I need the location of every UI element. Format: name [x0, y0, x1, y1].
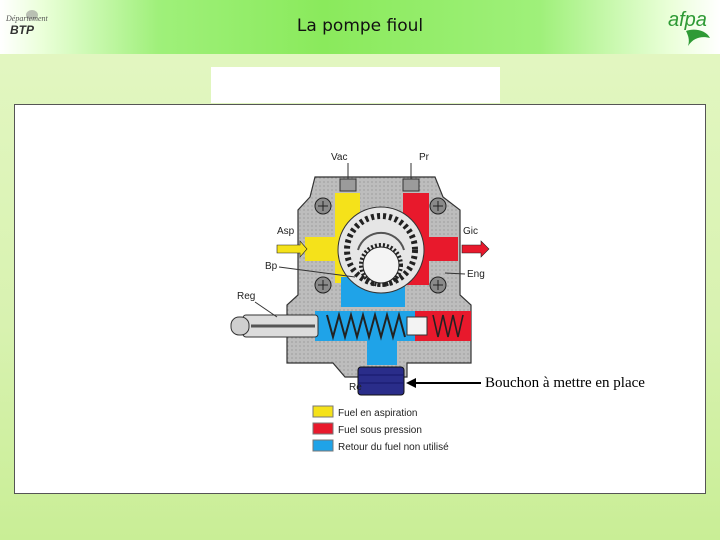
- inner-gear-teeth: [359, 243, 403, 287]
- inner-gear: [362, 246, 400, 284]
- leader-reg: [254, 301, 278, 318]
- label-gic: Gic: [463, 226, 478, 237]
- asp-arrow-icon: [276, 240, 308, 258]
- legend: Fuel en aspiration Fuel sous pression Re…: [312, 405, 449, 453]
- label-asp: Asp: [277, 226, 295, 237]
- return-outlet: [367, 341, 397, 365]
- vac-port: [339, 178, 357, 192]
- label-eng: Eng: [467, 269, 485, 280]
- plug-callout-text: Bouchon à mettre en place: [485, 375, 645, 391]
- valve-spring: [432, 314, 464, 338]
- gear-crescent: [357, 231, 405, 251]
- regulator-spring: [326, 311, 406, 341]
- departement-btp-logo: Département BTP: [4, 10, 50, 40]
- screw-icons: [314, 197, 447, 294]
- label-ret: Re: [349, 382, 362, 393]
- label-bp: Bp: [265, 261, 278, 272]
- leader-eng: [444, 272, 466, 275]
- regulator-cap: [230, 316, 250, 336]
- logo-mark-icon: [26, 10, 38, 20]
- page-title: La pompe fioul: [296, 16, 424, 36]
- diagram-frame: Vac Pr Asp Gic Bp Eng Reg Re Fuel en asp…: [14, 104, 706, 494]
- valve-piston: [406, 316, 428, 336]
- label-pr: Pr: [419, 152, 430, 163]
- legend-swatch-return: [312, 439, 334, 452]
- callout-arrowhead-icon: [406, 378, 416, 388]
- afpa-leaf-icon: [686, 29, 710, 46]
- dept-logo-small-text: Département: [6, 14, 48, 23]
- legend-swatch-aspiration: [312, 405, 334, 418]
- legend-swatch-pressure: [312, 422, 334, 435]
- pr-port: [402, 178, 420, 192]
- legend-label-pressure: Fuel sous pression: [338, 425, 422, 436]
- leader-bp: [278, 266, 356, 278]
- legend-label-aspiration: Fuel en aspiration: [338, 408, 418, 419]
- fuel-pump-diagram: Vac Pr Asp Gic Bp Eng Reg Re Fuel en asp…: [230, 152, 490, 453]
- legend-label-return: Retour du fuel non utilisé: [338, 442, 449, 453]
- gic-arrow-icon: [461, 240, 490, 258]
- outer-gear: [344, 213, 418, 287]
- afpa-logo-text: afpa: [668, 9, 707, 31]
- dept-logo-main-text: BTP: [10, 23, 34, 37]
- white-strip: [211, 67, 500, 103]
- label-vac: Vac: [331, 152, 348, 163]
- header-band: [0, 0, 720, 54]
- label-reg: Reg: [237, 291, 255, 302]
- plug: [357, 366, 405, 396]
- afpa-logo: afpa: [668, 9, 710, 46]
